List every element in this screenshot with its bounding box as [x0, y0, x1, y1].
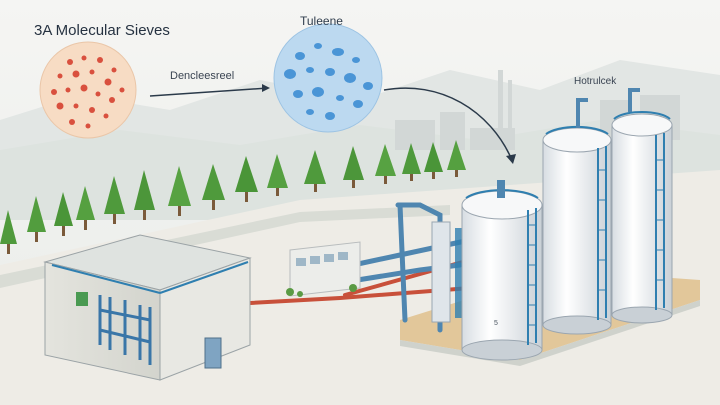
- pine-tree-icon: [76, 186, 95, 230]
- pine-tree-icon: [402, 143, 421, 181]
- dehydrated-label: Dencleesreel: [170, 70, 235, 82]
- pine-tree-icon: [304, 150, 326, 192]
- road: [0, 205, 450, 288]
- title: 3A Molecular Sieves: [34, 22, 170, 39]
- hydrocarbon-label: Hotrulcek: [574, 76, 617, 87]
- column-unit: [431, 221, 465, 323]
- pine-tree-icon: [134, 170, 155, 220]
- pine-tree-icon: [104, 176, 125, 224]
- pine-tree-icon: [235, 156, 258, 202]
- pine-tree-icon: [27, 196, 46, 242]
- arrow-down-icon: [383, 87, 516, 164]
- pine-tree-icon: [447, 140, 466, 177]
- pine-tree-icon: [267, 154, 288, 196]
- gravel-edge: [400, 300, 700, 366]
- shrubs: [286, 284, 357, 297]
- blue-particle-circle-icon: [273, 23, 383, 133]
- pine-tree-icon: [424, 142, 443, 179]
- toluene-label: Tulеene: [300, 14, 343, 28]
- pine-tree-icon: [54, 192, 73, 236]
- storage-tank-1: [461, 180, 543, 361]
- storage-tank-3: [611, 88, 673, 324]
- pine-tree-icon: [202, 164, 225, 210]
- pine-tree-icon: [168, 166, 191, 216]
- pine-tree-icon: [375, 144, 396, 184]
- processing-building: [43, 234, 252, 381]
- tank-number-label: 5: [494, 320, 498, 327]
- arrow-right-icon: [149, 84, 270, 97]
- tree-row: [0, 140, 466, 254]
- red-particle-circle-icon: [39, 41, 137, 139]
- pine-tree-icon: [0, 210, 17, 254]
- control-building: [289, 241, 361, 297]
- storage-tank-2: [542, 98, 612, 335]
- pine-tree-icon: [343, 146, 364, 188]
